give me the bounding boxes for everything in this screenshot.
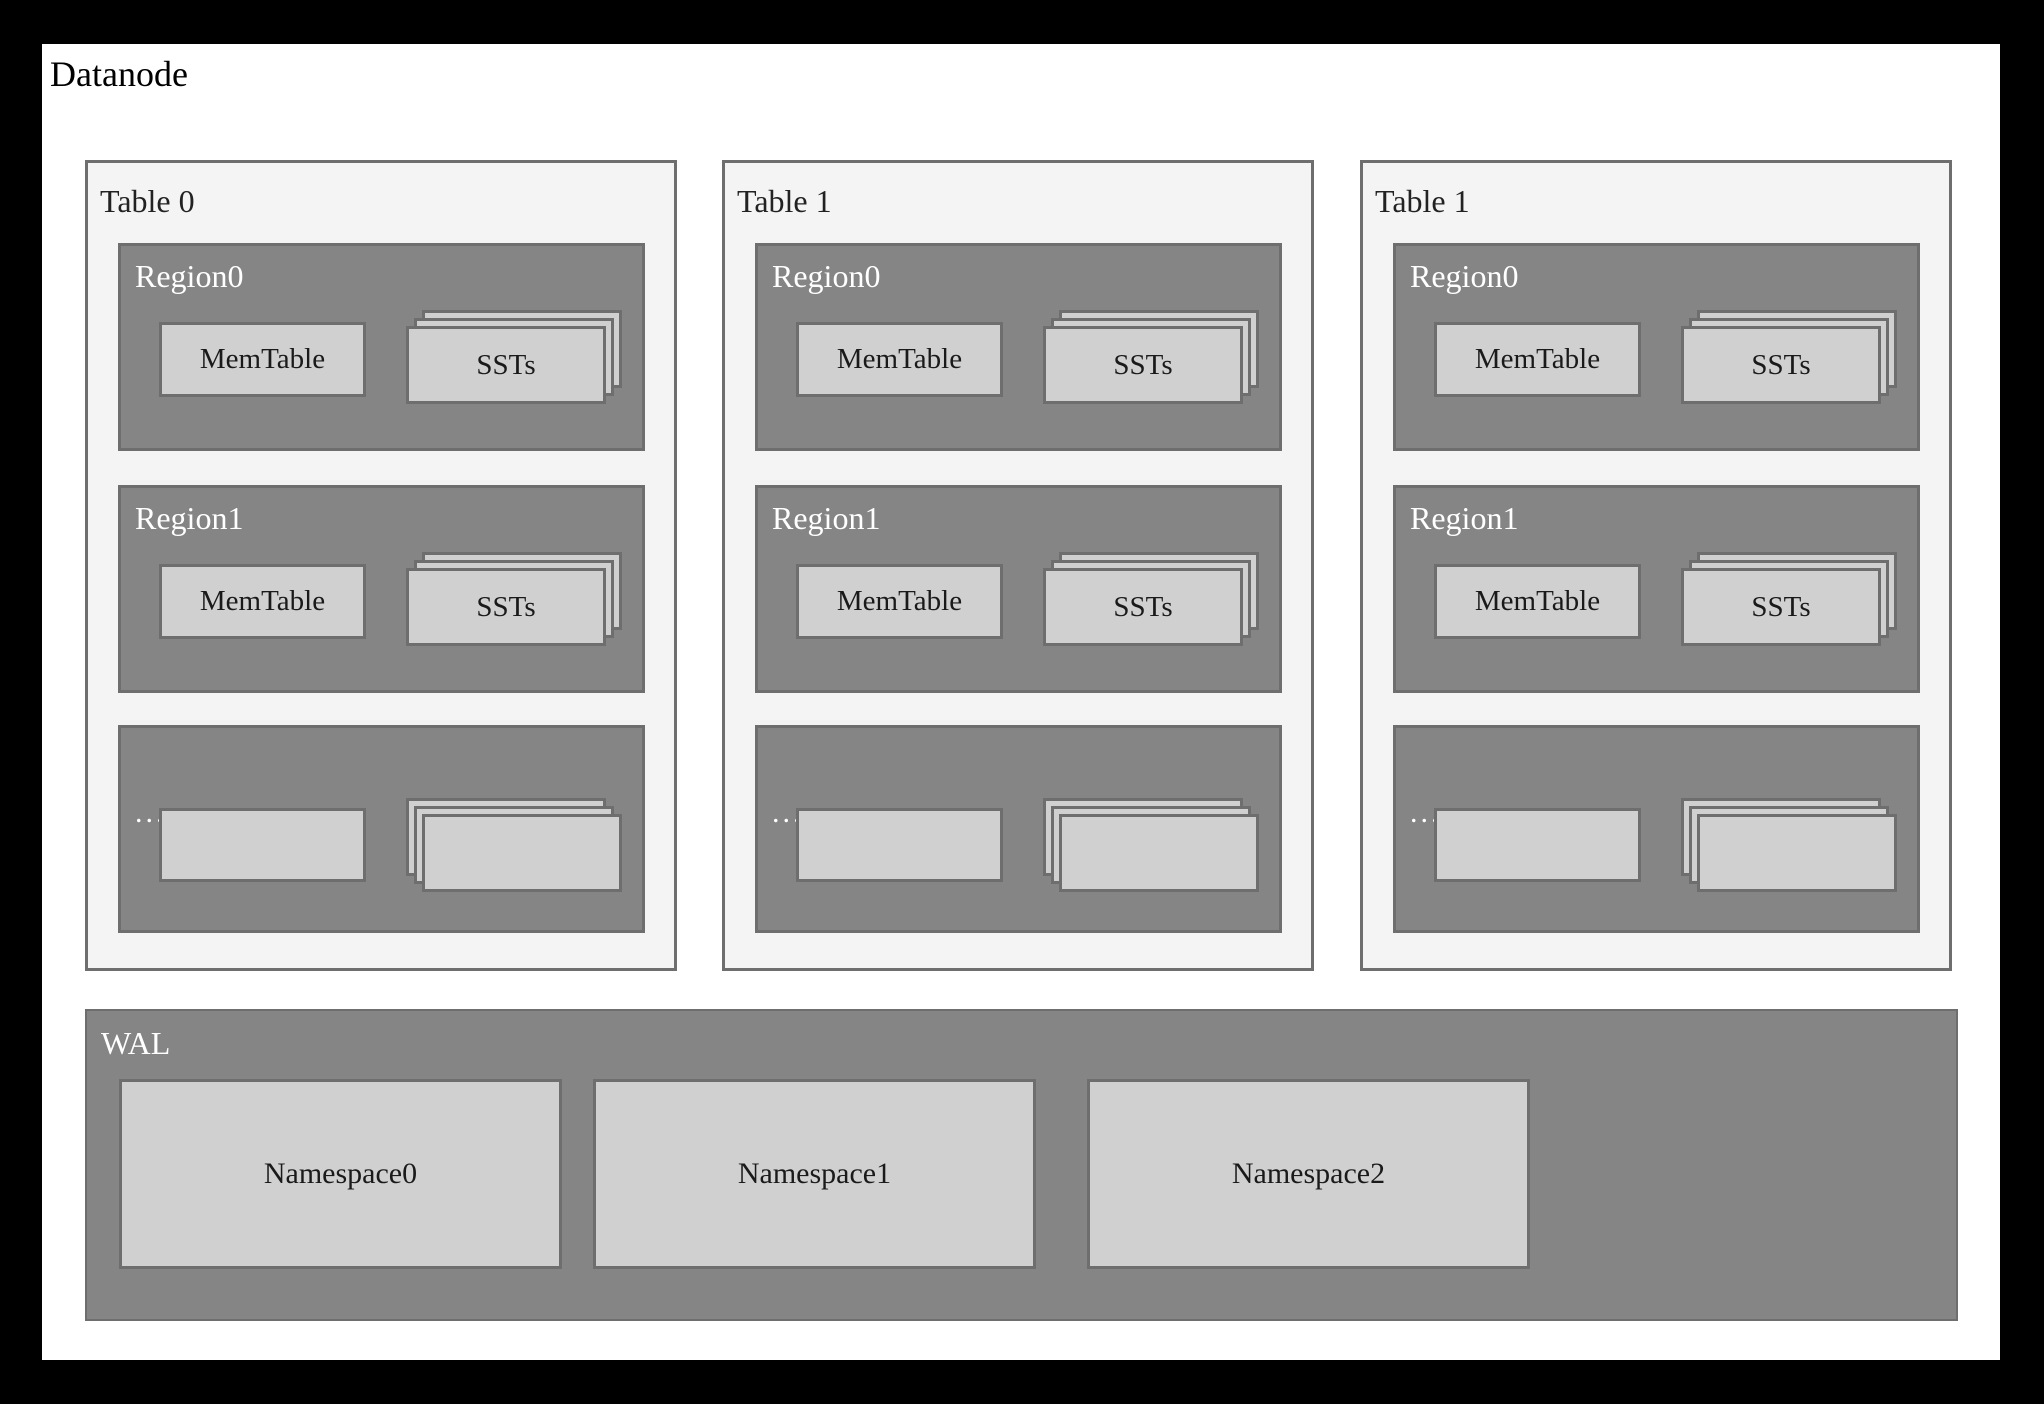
region-label: Region0 bbox=[1410, 258, 1519, 294]
sst-stack[interactable]: SSTs bbox=[406, 310, 628, 410]
memtable-box[interactable]: MemTable bbox=[1434, 564, 1641, 639]
region-label: Region1 bbox=[135, 500, 244, 536]
sst-layer-front: SSTs bbox=[1681, 568, 1881, 646]
region-box[interactable]: Region1 MemTable SSTs bbox=[755, 485, 1282, 693]
sst-stack[interactable]: SSTs bbox=[406, 552, 628, 652]
ellipsis-label: ... bbox=[1410, 796, 1442, 829]
sst-layer-front: SSTs bbox=[1043, 326, 1243, 404]
sst-stack[interactable]: SSTs bbox=[1043, 552, 1265, 652]
region-label: Region1 bbox=[1410, 500, 1519, 536]
memtable-box-empty[interactable] bbox=[796, 808, 1003, 882]
table-label: Table 1 bbox=[737, 183, 832, 219]
region-box[interactable]: Region0 MemTable SSTs bbox=[1393, 243, 1920, 451]
memtable-box-empty[interactable] bbox=[1434, 808, 1641, 882]
wal-section[interactable]: WAL Namespace0 Namespace1 Namespace2 bbox=[85, 1009, 1958, 1321]
sst-layer-front bbox=[422, 814, 622, 892]
region-box-ellipsis[interactable]: ... bbox=[755, 725, 1282, 933]
region-box[interactable]: Region0 MemTable SSTs bbox=[118, 243, 645, 451]
namespace-box[interactable]: Namespace0 bbox=[119, 1079, 562, 1269]
sst-layer-front: SSTs bbox=[1043, 568, 1243, 646]
region-box[interactable]: Region1 MemTable SSTs bbox=[1393, 485, 1920, 693]
memtable-box[interactable]: MemTable bbox=[159, 322, 366, 397]
table-label: Table 1 bbox=[1375, 183, 1470, 219]
region-label: Region1 bbox=[772, 500, 881, 536]
memtable-box-empty[interactable] bbox=[159, 808, 366, 882]
memtable-box[interactable]: MemTable bbox=[796, 564, 1003, 639]
ellipsis-label: ... bbox=[772, 796, 804, 829]
region-box-ellipsis[interactable]: ... bbox=[1393, 725, 1920, 933]
region-label: Region0 bbox=[135, 258, 244, 294]
region-box[interactable]: Region0 MemTable SSTs bbox=[755, 243, 1282, 451]
table-panel-2[interactable]: Table 1 Region0 MemTable SSTs Region1 Me… bbox=[1360, 160, 1952, 971]
memtable-box[interactable]: MemTable bbox=[796, 322, 1003, 397]
tables-row: Table 0 Region0 MemTable SSTs Region1 Me… bbox=[85, 160, 1958, 975]
page-title: Datanode bbox=[50, 54, 188, 94]
datanode-canvas: Datanode Table 0 Region0 MemTable SSTs R… bbox=[42, 44, 2000, 1360]
table-panel-1[interactable]: Table 1 Region0 MemTable SSTs Region1 Me… bbox=[722, 160, 1314, 971]
sst-stack-empty[interactable] bbox=[406, 798, 628, 898]
region-box-ellipsis[interactable]: ... bbox=[118, 725, 645, 933]
sst-layer-front: SSTs bbox=[406, 568, 606, 646]
sst-layer-front: SSTs bbox=[406, 326, 606, 404]
sst-layer-front: SSTs bbox=[1681, 326, 1881, 404]
table-panel-0[interactable]: Table 0 Region0 MemTable SSTs Region1 Me… bbox=[85, 160, 677, 971]
ellipsis-label: ... bbox=[135, 796, 167, 829]
namespace-box[interactable]: Namespace1 bbox=[593, 1079, 1036, 1269]
wal-label: WAL bbox=[101, 1025, 171, 1061]
sst-stack[interactable]: SSTs bbox=[1681, 310, 1903, 410]
table-label: Table 0 bbox=[100, 183, 195, 219]
memtable-box[interactable]: MemTable bbox=[1434, 322, 1641, 397]
sst-layer-front bbox=[1697, 814, 1897, 892]
sst-stack-empty[interactable] bbox=[1681, 798, 1903, 898]
namespace-box[interactable]: Namespace2 bbox=[1087, 1079, 1530, 1269]
sst-layer-front bbox=[1059, 814, 1259, 892]
sst-stack[interactable]: SSTs bbox=[1043, 310, 1265, 410]
memtable-box[interactable]: MemTable bbox=[159, 564, 366, 639]
sst-stack[interactable]: SSTs bbox=[1681, 552, 1903, 652]
region-box[interactable]: Region1 MemTable SSTs bbox=[118, 485, 645, 693]
sst-stack-empty[interactable] bbox=[1043, 798, 1265, 898]
region-label: Region0 bbox=[772, 258, 881, 294]
